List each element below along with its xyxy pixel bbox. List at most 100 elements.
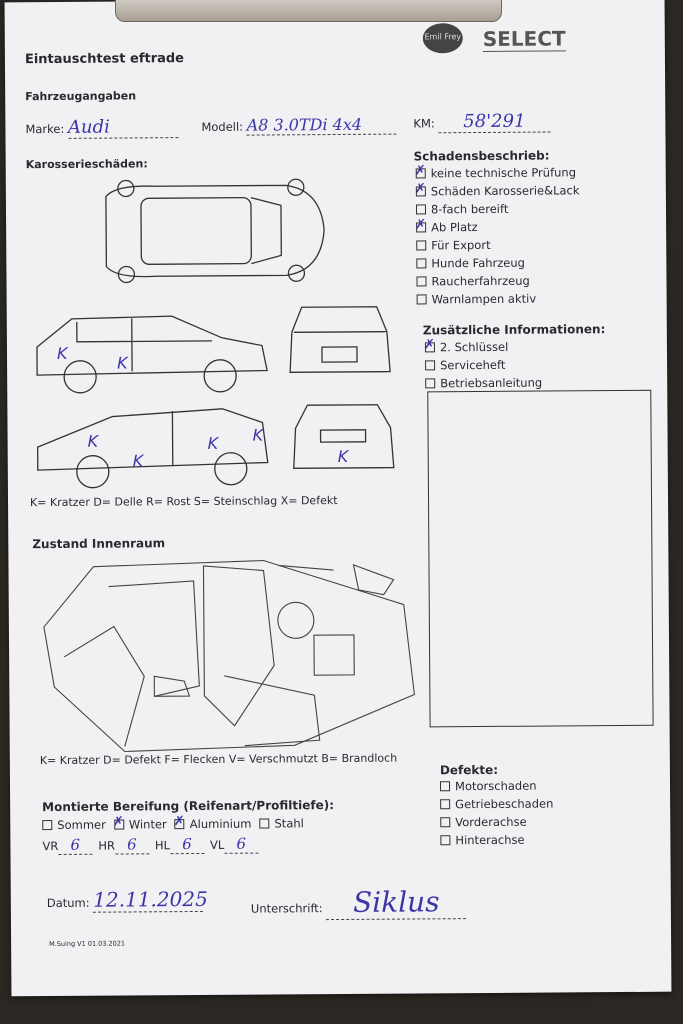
checkbox[interactable] [174,819,185,830]
tire-depth-value: 6 [224,834,259,854]
checkbox-label: 8-fach bereift [430,201,509,217]
checkbox-label: Hinterachse [455,832,525,848]
checkbox-item[interactable]: Für Export [416,237,580,256]
select-logo: SELECT [482,26,566,52]
checkbox-item[interactable]: Getriebeschaden [440,797,553,816]
form-version: M.Suing V1 01.03.2021 [49,939,126,949]
signature-value: Siklus [326,885,467,921]
additional-info-title: Zusätzliche Informationen: [422,322,606,338]
defects-title: Defekte: [439,762,499,778]
checkbox-item[interactable]: Schäden Karosserie&Lack [415,183,580,202]
car-right-side-diagram: K K K K [36,408,269,489]
checkbox[interactable] [415,204,427,215]
checkbox-item[interactable]: keine technische Prüfung [415,165,580,184]
tire-type-label: Winter [128,817,167,832]
checkbox-label: Serviceheft [440,357,506,373]
modell-field[interactable]: Modell: A8 3.0TDi 4x4 [201,114,397,136]
tire-type-label: Stahl [274,816,304,831]
tire-type-label: Aluminium [189,816,252,832]
damage-mark: K [133,451,145,470]
car-rear-diagram: K [293,404,395,469]
checkbox[interactable] [439,781,451,792]
checkbox[interactable] [425,360,436,371]
checkbox[interactable] [440,817,451,828]
checkbox[interactable] [42,820,53,831]
checkbox[interactable] [416,294,427,305]
car-front-diagram [289,306,391,373]
checkbox-item[interactable]: Serviceheft [425,358,542,377]
marke-field[interactable]: Marke: Audi [25,116,179,139]
tire-position-label: HR [98,838,115,853]
checkbox-label: Schäden Karosserie&Lack [430,183,580,199]
car-top-view-diagram [105,178,325,284]
checkbox-label: Warnlampen aktiv [431,291,537,307]
damage-mark: K [88,432,100,451]
checkbox[interactable] [416,222,427,233]
checkbox-label: 2. Schlüssel [439,339,509,355]
checkbox-label: Getriebeschaden [455,796,554,812]
checkbox[interactable] [415,168,426,179]
checkbox-item[interactable]: 2. Schlüssel [424,339,542,359]
emil-frey-logo: Emil Frey [422,23,463,54]
tire-position-label: VR [42,838,59,854]
tire-position-label: HL [154,838,171,853]
checkbox-label: keine technische Prüfung [430,165,577,181]
tire-type-option[interactable]: Sommer [42,818,106,832]
checkbox[interactable] [415,186,426,197]
km-label: KM: [413,116,435,131]
notes-box[interactable] [427,389,654,728]
interior-legend: K= Kratzer D= Defekt F= Flecken V= Versc… [39,751,398,768]
checkbox-item[interactable]: Vorderachse [440,815,553,834]
damage-desc-title: Schadensbeschrieb: [413,148,550,164]
checkbox-item[interactable]: Ab Platz [416,219,580,238]
tire-position-label: VL [209,837,225,852]
checkbox[interactable] [440,799,451,810]
checkbox-item[interactable]: Motorschaden [439,778,553,798]
tire-depth-value: 6 [169,834,205,855]
km-value: 58'291 [438,110,551,134]
checkbox-item[interactable]: 8-fach bereift [415,201,580,220]
checkbox-item[interactable]: Warnlampen aktiv [416,291,581,310]
date-value: 12.11.2025 [93,886,208,913]
checkbox-item[interactable]: Hinterachse [440,833,553,852]
checkbox[interactable] [416,240,427,251]
checkbox[interactable] [416,276,427,287]
date-field[interactable]: Datum: 12.11.2025 [47,886,208,913]
tire-type-label: Sommer [57,817,106,832]
clipboard-clip [115,0,502,22]
checkbox[interactable] [259,818,270,829]
km-field[interactable]: KM: 58'291 [413,110,551,134]
tire-depth-value: 6 [58,835,93,855]
checkbox-label: Vorderachse [455,814,527,830]
checkbox[interactable] [440,835,451,846]
tire-type-option[interactable]: Aluminium [174,816,252,832]
form-title: Eintauschtest eftrade [24,51,185,68]
checkbox-item[interactable]: Hunde Fahrzeug [416,255,580,274]
tire-depth-value: 6 [114,835,149,855]
signature-field[interactable]: Unterschrift: Siklus [251,885,467,921]
tire-type-option[interactable]: Stahl [259,816,304,831]
marke-label: Marke: [25,121,65,137]
damage-mark: K [208,434,220,453]
signature-label: Unterschrift: [250,901,323,916]
checkbox[interactable] [425,378,436,389]
vehicle-section-title: Fahrzeugangaben [25,89,137,104]
checkbox-label: Motorschaden [454,778,537,794]
checkbox[interactable] [424,342,435,353]
car-left-side-diagram: K K [36,315,268,394]
damage-mark: K [338,447,350,466]
tire-types: Sommer Winter Aluminium Stahl [42,816,312,832]
body-damage-title: Karosserieschäden: [25,157,148,172]
checkbox[interactable] [113,819,124,830]
tire-type-option[interactable]: Winter [113,817,167,832]
checkbox[interactable] [416,258,427,269]
modell-label: Modell: [201,119,244,134]
checkbox-item[interactable]: Raucherfahrzeug [416,273,580,292]
form-sheet: Eintauschtest eftrade Emil Frey SELECT F… [4,0,672,997]
